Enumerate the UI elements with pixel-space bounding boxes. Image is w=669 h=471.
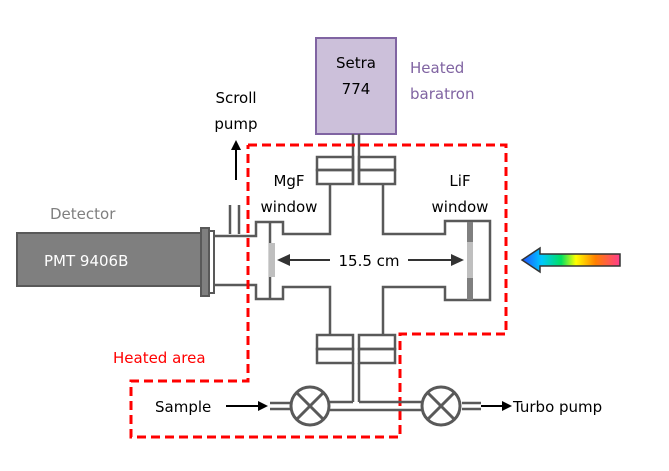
pmt-flange [200,227,210,297]
turbo-arrow-icon [502,401,512,411]
baratron-note-line1: Heated [410,59,464,77]
lif-window-pane [467,242,473,278]
light-beam-arrow-icon [520,246,621,274]
turbo-pump-label: Turbo pump [512,398,602,416]
scroll-pump-label-line1: Scroll [215,89,256,107]
detector: PMT 9406B [16,227,245,297]
mgf-window-label-line1: MgF [273,172,304,190]
sample-valve[interactable] [289,385,331,427]
turbo-valve[interactable] [420,385,462,427]
path-length-dimension: 15.5 cm [277,252,464,270]
lif-window-assembly [467,219,492,302]
sample-label: Sample [155,398,211,416]
scroll-pump-tube [228,140,241,234]
scroll-pump-label-line2: pump [214,115,257,133]
baratron: Setra 774 [315,37,397,135]
mgf-window-pane [269,243,275,277]
pmt-body [16,232,202,287]
scroll-pump-arrow-icon [231,140,241,150]
dimension-arrow-left-icon [277,254,290,266]
lif-window-label-line2: window [432,198,489,216]
bottom-manifold [270,363,481,412]
dimension-arrow-right-icon [451,254,464,266]
mgf-window-label-line2: window [261,198,318,216]
path-length-label: 15.5 cm [338,252,399,270]
lif-window-label-line1: LiF [449,172,470,190]
heated-area-outline [129,143,508,439]
top-flange [315,155,397,186]
sample-arrow-icon [258,401,268,411]
cross-chamber [270,184,470,335]
baratron-model-line2: 774 [342,80,371,98]
mgf-window-assembly [245,220,275,301]
baratron-box [315,37,397,135]
baratron-model-line1: Setra [336,54,376,72]
bottom-flange [315,333,397,365]
baratron-note-line2: baratron [410,85,474,103]
heated-area-label: Heated area [113,349,206,367]
detector-label: Detector [50,205,116,223]
pmt-label: PMT 9406B [44,252,128,270]
